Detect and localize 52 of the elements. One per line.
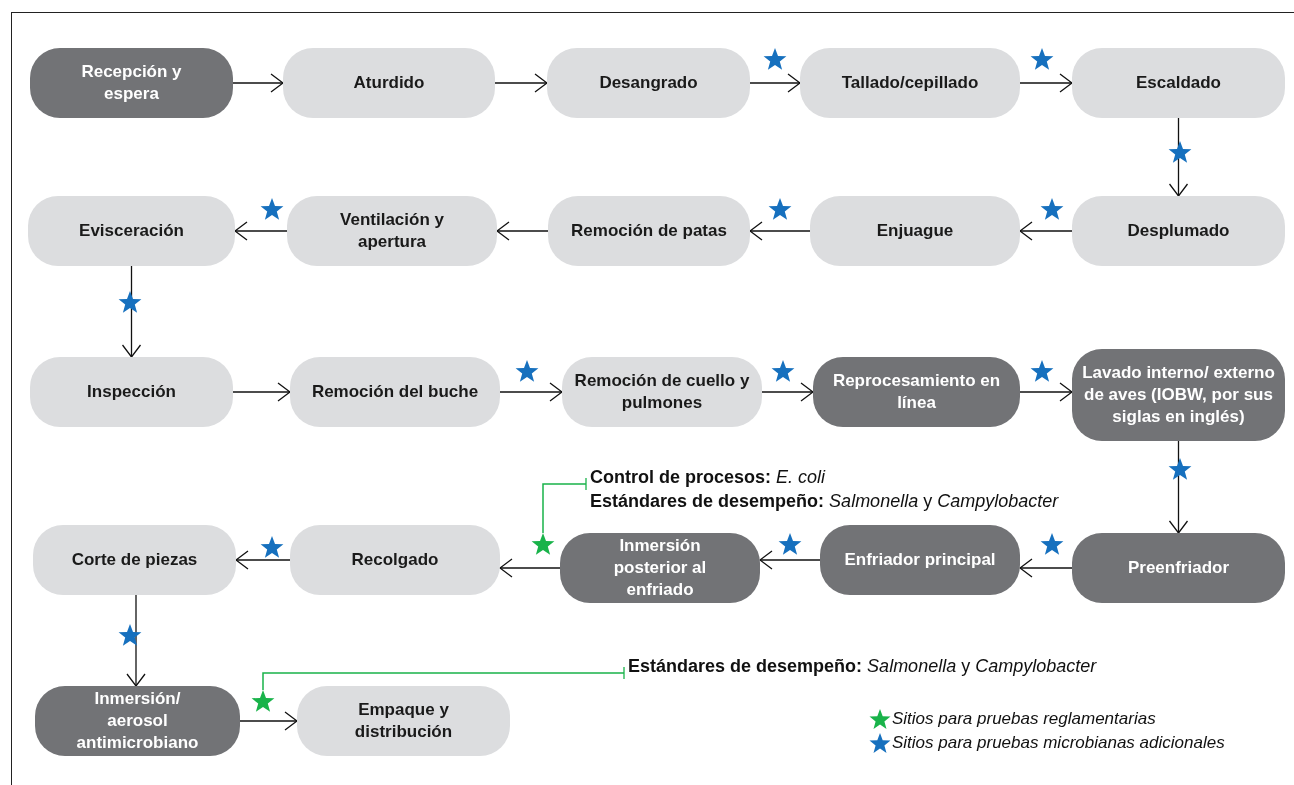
arrow xyxy=(1168,440,1189,534)
arrow xyxy=(499,558,561,578)
star-icon xyxy=(251,690,275,712)
legend-text: Sitios para pruebas reglamentarias xyxy=(892,708,1156,730)
legend-text: Sitios para pruebas microbianas adicionales xyxy=(892,732,1225,755)
process-step: Desangrado xyxy=(547,48,750,118)
arrow xyxy=(126,594,146,687)
annotation-text: Estándares de desempeño: Salmonella y Campylobacter xyxy=(628,655,1097,678)
arrow xyxy=(234,221,288,241)
process-step: Inspección xyxy=(30,357,233,427)
leader-line xyxy=(262,672,625,691)
process-step: Enjuague xyxy=(810,196,1020,266)
arrow xyxy=(239,711,298,731)
process-step: Inmersión posterior al enfriado xyxy=(560,533,760,603)
process-step: Desplumado xyxy=(1072,196,1285,266)
process-step: Enfriador principal xyxy=(820,525,1020,595)
process-step: Evisceración xyxy=(28,196,235,266)
arrow xyxy=(232,382,291,402)
process-step: Corte de piezas xyxy=(33,525,236,595)
arrow xyxy=(759,550,821,570)
arrow xyxy=(1168,117,1189,197)
process-step: Escaldado xyxy=(1072,48,1285,118)
process-step: Tallado/cepillado xyxy=(800,48,1020,118)
process-step: Remoción de cuello y pulmones xyxy=(562,357,762,427)
process-step: Recolgado xyxy=(290,525,500,595)
arrow xyxy=(494,73,548,93)
arrow xyxy=(235,550,291,570)
arrow xyxy=(761,382,814,402)
arrow xyxy=(1019,382,1073,402)
arrow xyxy=(749,221,811,241)
process-step: Aturdido xyxy=(283,48,495,118)
process-step: Lavado interno/ externo de aves (IOBW, por sus siglas en inglés) xyxy=(1072,349,1285,441)
star-icon xyxy=(531,533,555,555)
leader-line xyxy=(542,483,587,534)
process-step: Inmersión/ aerosol antimicrobiano xyxy=(35,686,240,756)
process-step: Remoción del buche xyxy=(290,357,500,427)
process-step: Remoción de patas xyxy=(548,196,750,266)
arrow xyxy=(1019,558,1073,578)
process-step: Empaque y distribución xyxy=(297,686,510,756)
arrow xyxy=(232,73,284,93)
arrow xyxy=(1019,221,1073,241)
arrow xyxy=(499,382,563,402)
arrow xyxy=(749,73,801,93)
annotation-text: Estándares de desempeño: Salmonella y Campylobacter xyxy=(590,490,1059,514)
arrow xyxy=(496,221,549,241)
process-step: Ventilación y apertura xyxy=(287,196,497,266)
process-step: Recepción y espera xyxy=(30,48,233,118)
annotation-text: Control de procesos: E. coli xyxy=(590,466,827,489)
arrow xyxy=(121,265,142,358)
process-step: Preenfriador xyxy=(1072,533,1285,603)
process-step: Reprocesamiento en línea xyxy=(813,357,1020,427)
arrow xyxy=(1019,73,1073,93)
